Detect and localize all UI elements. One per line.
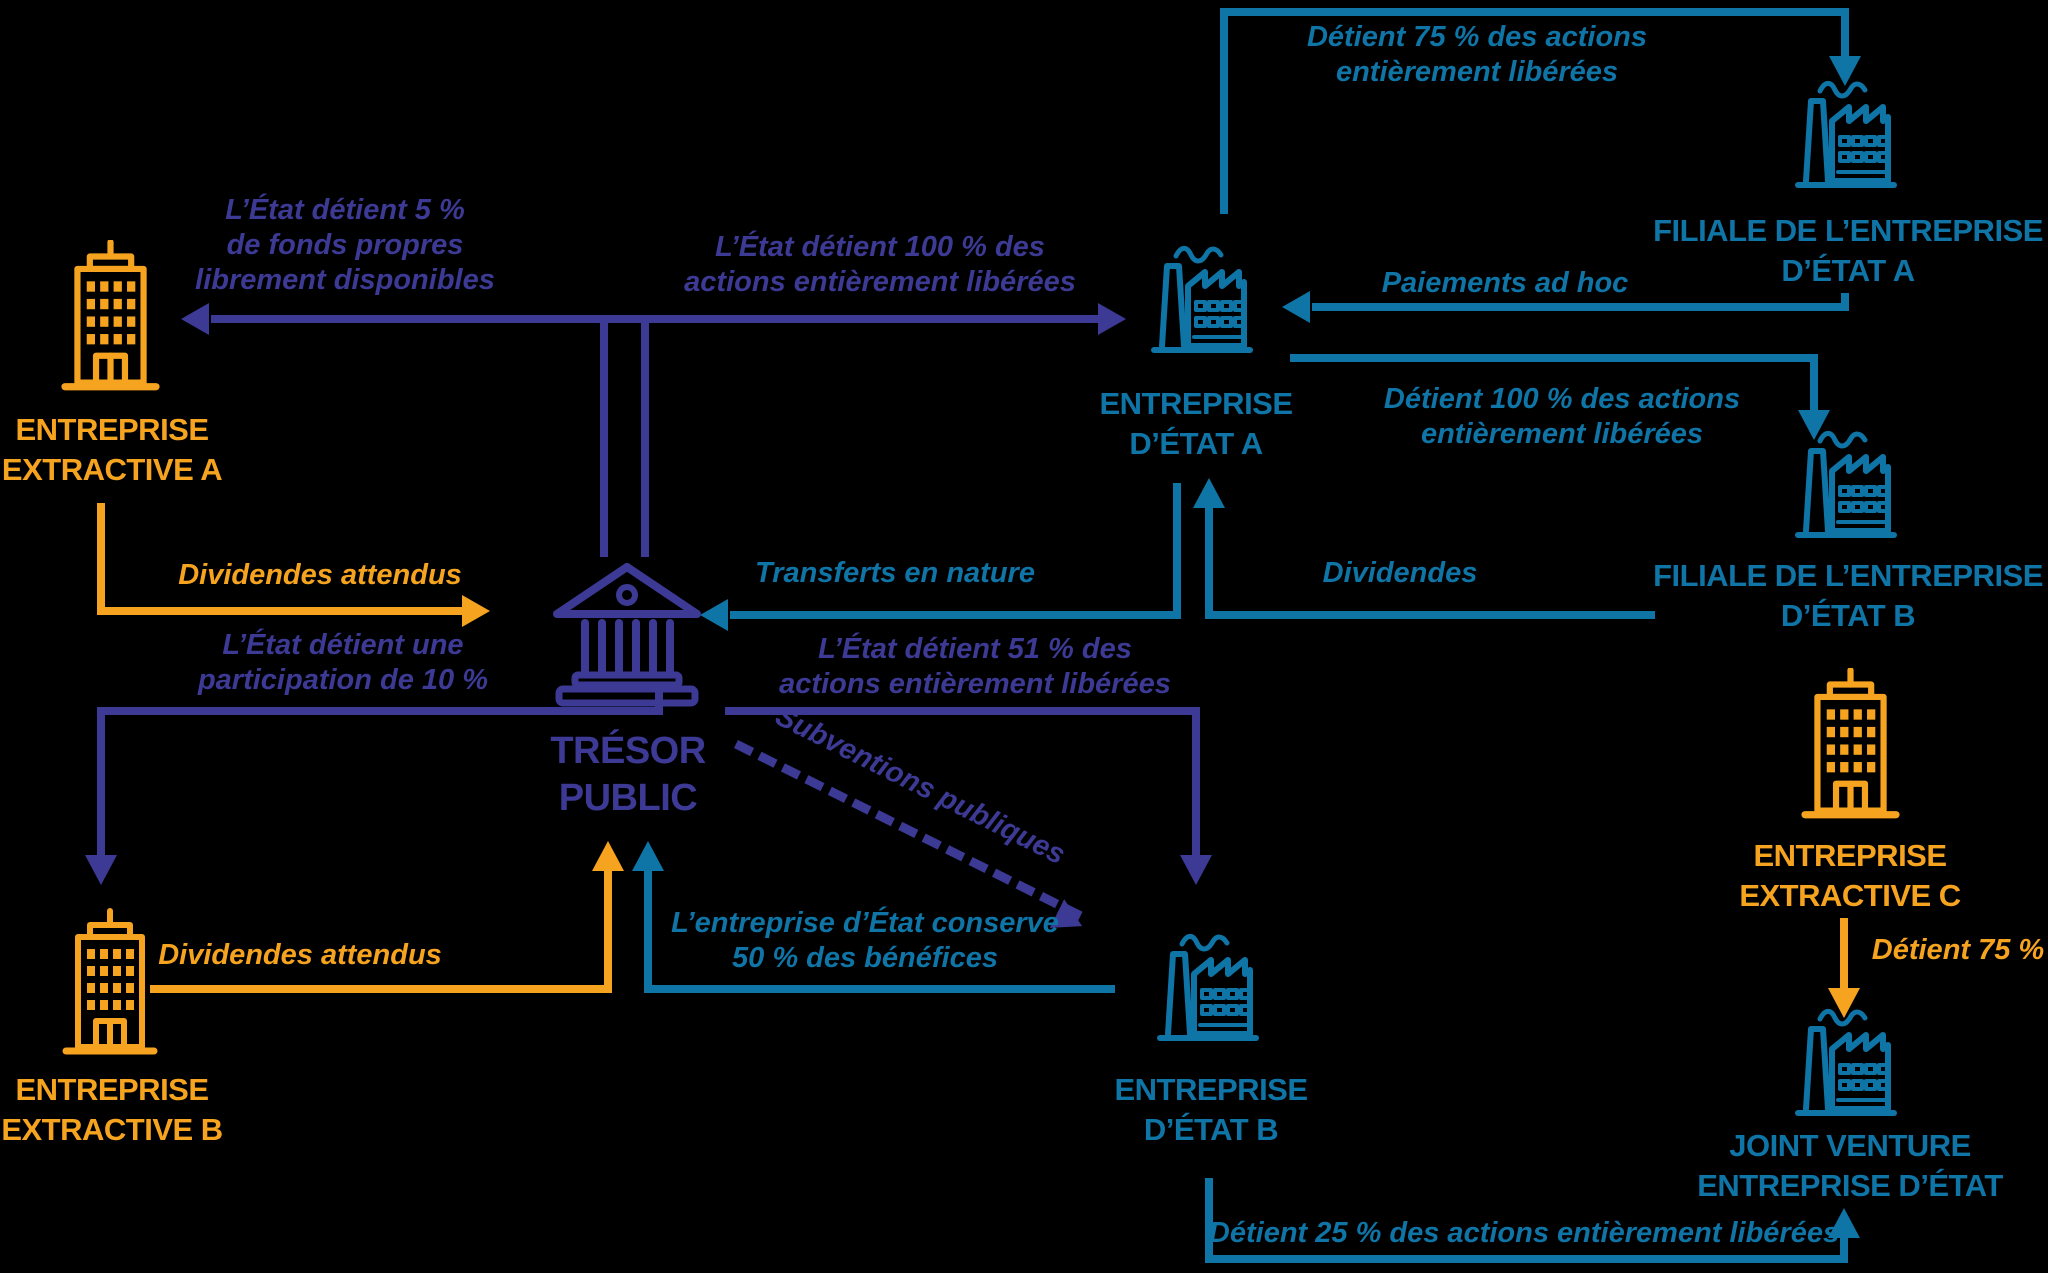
edge-line-100-v — [1810, 354, 1818, 412]
edge-line-participation-h — [101, 707, 663, 715]
edge-label-conserve-50: L’entreprise d’État conserve 50 % des bé… — [671, 907, 1059, 974]
arrowhead-to-etat-a — [1098, 303, 1126, 335]
edge-line-div-attendus-b-h — [150, 985, 612, 993]
edge-line-25-v2 — [1840, 1238, 1848, 1263]
edge-line-etat-trunk — [211, 315, 1104, 323]
edge-label-detient-75-filiale-a: Détient 75 % des actions entièrement lib… — [1306, 21, 1648, 88]
edge-label-etat-detient-5: L’État détient 5 % de fonds propres libr… — [195, 194, 495, 296]
edge-line-100-h — [1290, 354, 1818, 362]
bank-icon — [553, 563, 701, 707]
edge-line-51-v — [1192, 707, 1200, 857]
arrowhead-dividendes — [1193, 478, 1225, 508]
edge-line-participation-v — [97, 707, 105, 857]
node-label-tresor-public: TRÉSOR PUBLIC — [550, 730, 706, 819]
edge-line-div-attendus-b-v — [604, 871, 612, 991]
edge-line-dividendes-v — [1205, 506, 1213, 619]
factory-icon — [1795, 80, 1897, 188]
edge-label-detient-25: Détient 25 % des actions entièrement lib… — [1208, 1217, 1840, 1249]
edge-line-conserve-h — [644, 985, 1115, 993]
arrowhead-to-etat-b — [1180, 855, 1212, 885]
edge-line-51-h — [725, 707, 1200, 715]
arrowhead-div-attendus-b — [592, 841, 624, 871]
arrowhead-to-extractive-a — [181, 303, 209, 335]
factory-icon — [1795, 430, 1897, 538]
edge-line-div-attendus-a-v — [97, 503, 105, 615]
edge-line-conserve-v — [644, 871, 652, 991]
edge-line-div-attendus-a-h — [97, 607, 464, 615]
edge-line-top-h — [1220, 8, 1849, 16]
edge-line-25-h — [1205, 1255, 1848, 1263]
edge-line-transferts-v — [1173, 483, 1181, 619]
arrowhead-transferts — [700, 599, 728, 631]
arrowhead-conserve — [632, 841, 664, 871]
edge-label-paiements: Paiements ad hoc — [1381, 267, 1629, 299]
edge-label-detient-75c: Détient 75 % — [1871, 934, 2045, 966]
building-icon — [62, 908, 158, 1055]
arrowhead-to-joint-venture — [1828, 1208, 1860, 1238]
edge-line-transferts-h — [730, 611, 1181, 619]
edge-line-dividendes-h — [1205, 611, 1655, 619]
edge-line-paiements-stub — [1841, 293, 1849, 311]
edge-line-paiements-h — [1312, 303, 1849, 311]
edge-label-etat-detient-100: L’État détient 100 % des actions entière… — [684, 231, 1076, 298]
arrowhead-paiements — [1282, 291, 1310, 323]
node-label-filiale-b: FILIALE DE L’ENTREPRISE D’ÉTAT B — [1653, 558, 2043, 633]
node-label-etat-a: ENTREPRISE D’ÉTAT A — [1099, 386, 1293, 461]
edge-line-tresor-up-right — [641, 319, 649, 557]
edge-label-dividendes: Dividendes — [1322, 557, 1478, 589]
edge-line-tresor-up-left — [600, 319, 608, 557]
building-icon — [61, 240, 160, 391]
factory-icon — [1795, 1008, 1897, 1116]
arrowhead-div-attendus-a — [462, 595, 490, 627]
factory-icon — [1151, 245, 1253, 353]
edge-line-top-v2 — [1841, 8, 1849, 58]
node-label-extractive-c: ENTREPRISE EXTRACTIVE C — [1739, 838, 1961, 913]
edge-label-div-attendus-b: Dividendes attendus — [158, 939, 442, 971]
edge-label-div-attendus-a: Dividendes attendus — [178, 559, 462, 591]
node-label-filiale-a: FILIALE DE L’ENTREPRISE D’ÉTAT A — [1653, 213, 2043, 288]
edge-label-etat-detient-51: L’État détient 51 % des actions entièrem… — [779, 633, 1171, 700]
edge-line-top-v1 — [1220, 8, 1228, 214]
edge-label-participation-10: L’État détient une participation de 10 % — [197, 629, 489, 696]
arrowhead-to-extractive-b — [85, 855, 117, 885]
edge-label-transferts: Transferts en nature — [755, 557, 1035, 589]
node-label-joint-venture: JOINT VENTURE ENTREPRISE D’ÉTAT — [1697, 1128, 2003, 1203]
node-label-etat-b: ENTREPRISE D’ÉTAT B — [1114, 1072, 1308, 1147]
arrowhead-to-filiale-a — [1829, 56, 1861, 86]
node-label-extractive-b: ENTREPRISE EXTRACTIVE B — [1, 1072, 223, 1147]
edge-line-25-v1 — [1205, 1178, 1213, 1263]
node-label-extractive-a: ENTREPRISE EXTRACTIVE A — [1, 412, 223, 487]
factory-icon — [1157, 933, 1259, 1041]
edge-line-detient-75c — [1840, 918, 1848, 990]
edge-label-detient-100-filiale-b: Détient 100 % des actions entièrement li… — [1383, 383, 1741, 450]
building-icon — [1801, 668, 1900, 819]
